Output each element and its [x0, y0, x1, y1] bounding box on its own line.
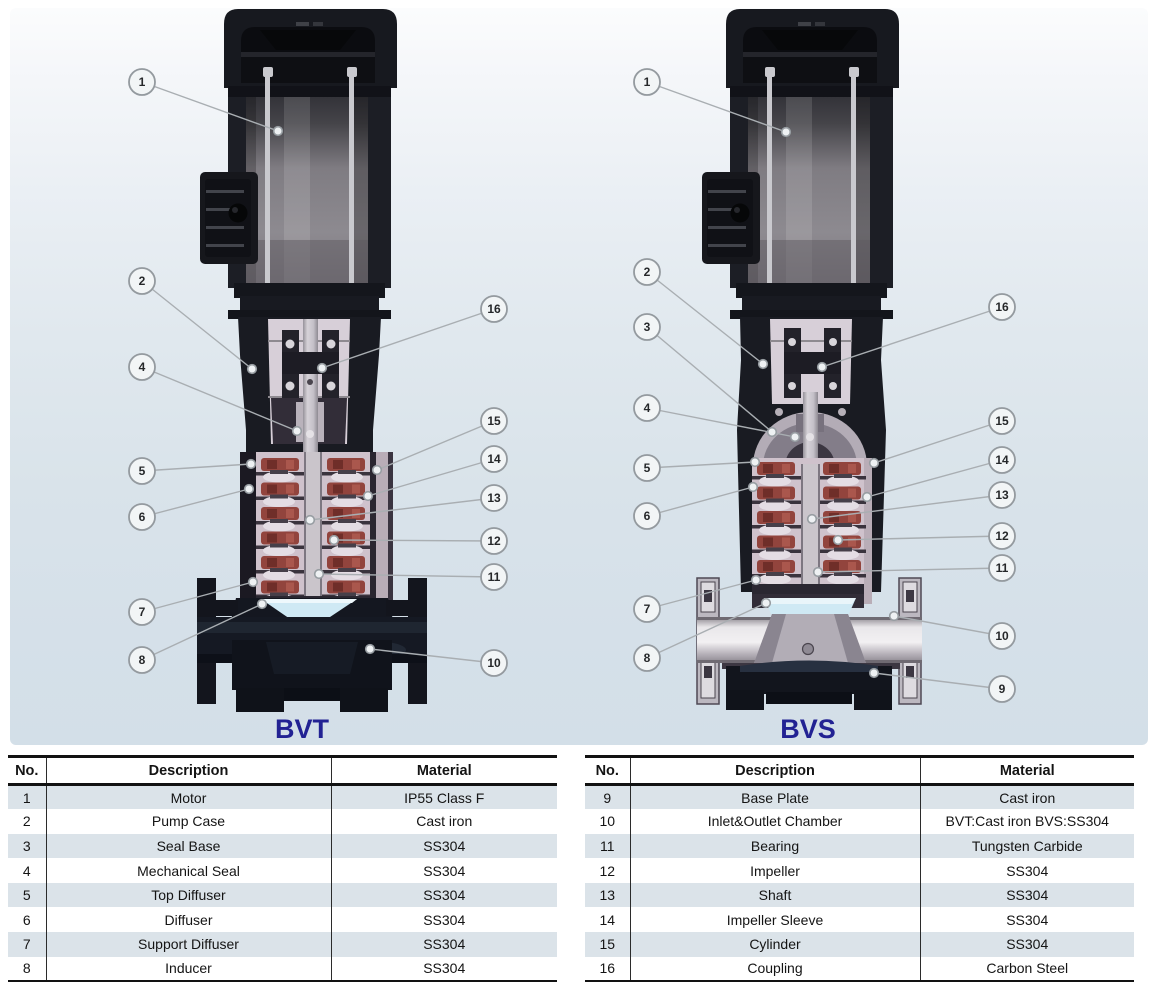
- svg-text:3: 3: [644, 320, 651, 334]
- svg-text:2: 2: [644, 265, 651, 279]
- svg-text:16: 16: [487, 302, 501, 316]
- svg-text:6: 6: [139, 510, 146, 524]
- svg-text:2: 2: [139, 274, 146, 288]
- svg-text:1: 1: [139, 75, 146, 89]
- svg-text:8: 8: [139, 653, 146, 667]
- svg-text:12: 12: [487, 534, 501, 548]
- svg-text:12: 12: [995, 529, 1009, 543]
- svg-text:4: 4: [644, 401, 651, 415]
- svg-text:5: 5: [139, 464, 146, 478]
- svg-text:11: 11: [488, 570, 501, 584]
- svg-text:14: 14: [487, 452, 501, 466]
- svg-text:13: 13: [995, 488, 1009, 502]
- svg-text:8: 8: [644, 651, 651, 665]
- svg-text:9: 9: [999, 682, 1006, 696]
- svg-text:7: 7: [644, 602, 651, 616]
- svg-text:15: 15: [487, 414, 501, 428]
- svg-text:10: 10: [487, 656, 501, 670]
- svg-text:15: 15: [995, 414, 1009, 428]
- svg-text:14: 14: [995, 453, 1009, 467]
- svg-text:10: 10: [995, 629, 1009, 643]
- svg-text:6: 6: [644, 509, 651, 523]
- svg-text:7: 7: [139, 605, 146, 619]
- svg-text:13: 13: [487, 491, 501, 505]
- svg-text:4: 4: [139, 360, 146, 374]
- svg-text:11: 11: [996, 561, 1009, 575]
- svg-text:1: 1: [644, 75, 651, 89]
- svg-text:16: 16: [995, 300, 1009, 314]
- svg-text:5: 5: [644, 461, 651, 475]
